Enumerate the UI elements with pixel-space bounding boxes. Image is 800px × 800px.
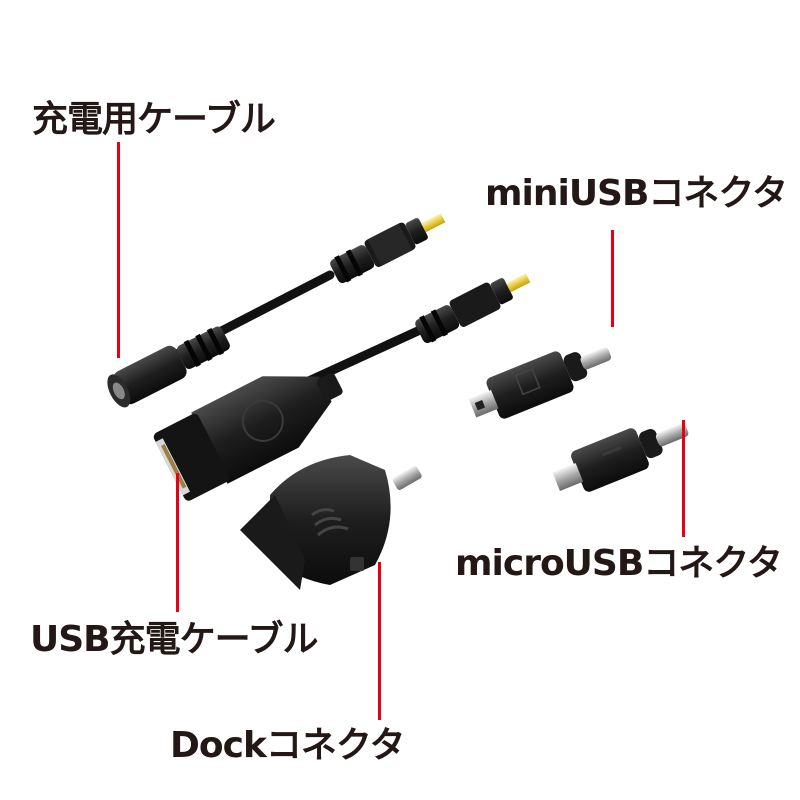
leader-line-usb-charging-cable: [176, 473, 179, 612]
charging-cable: [107, 213, 446, 408]
leader-line-dock: [378, 562, 381, 720]
leader-line-charging-cable: [117, 142, 120, 358]
label-charging-cable: 充電用ケーブル: [32, 99, 276, 140]
label-micro-usb: microUSBコネクタ: [455, 543, 783, 584]
mini-usb-connector: [468, 347, 612, 419]
micro-usb-connector: [552, 423, 689, 492]
label-usb-charging-cable: USB充電ケーブル: [30, 619, 318, 660]
dock-connector: [240, 455, 422, 590]
leader-line-mini-usb: [611, 230, 614, 327]
leader-line-micro-usb: [682, 420, 685, 537]
usb-charging-cable: [153, 273, 531, 501]
label-dock: Dockコネクタ: [170, 725, 405, 766]
label-mini-usb: miniUSBコネクタ: [485, 173, 788, 214]
